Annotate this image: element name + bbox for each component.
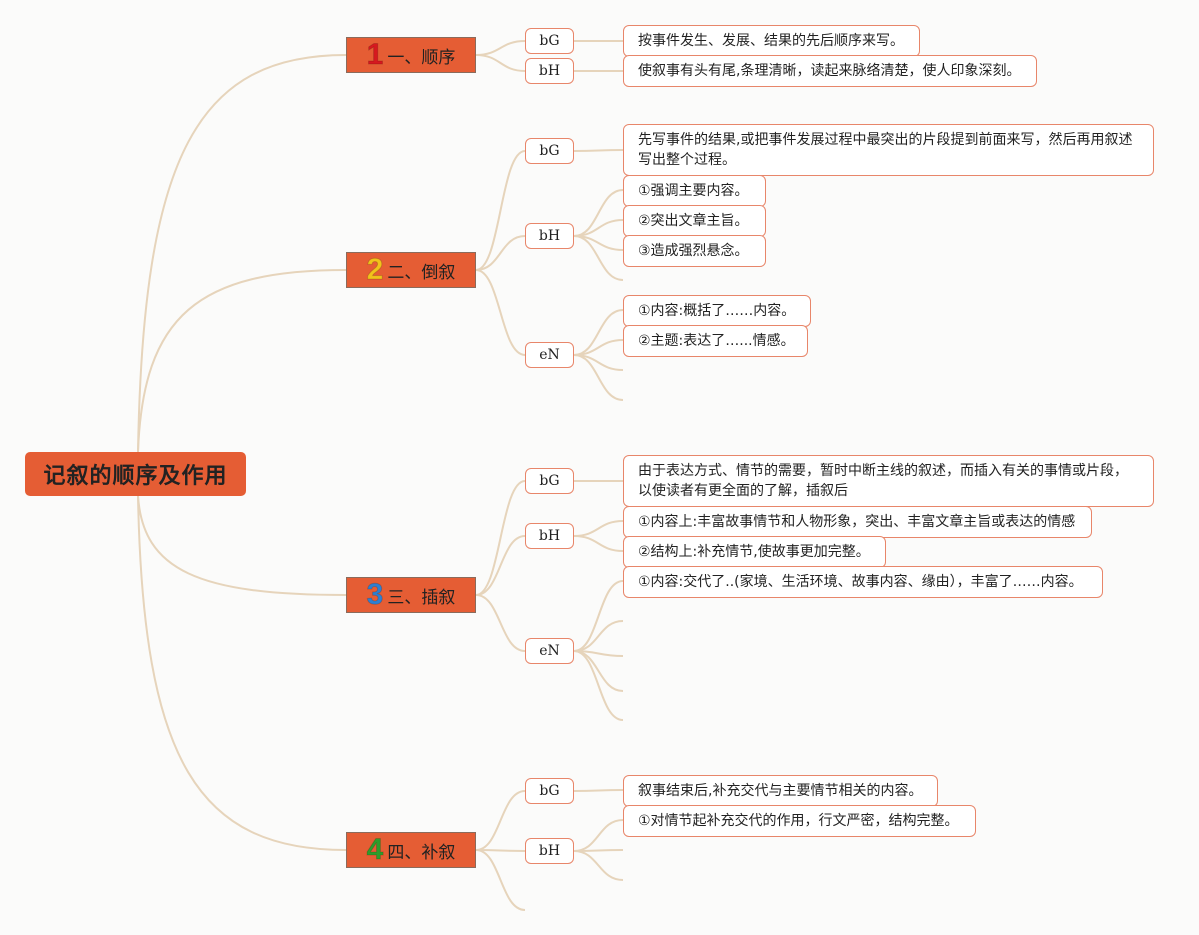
connector-line: [475, 480, 526, 596]
connector-line: [137, 495, 347, 596]
tag-bg[interactable]: bG: [525, 778, 574, 804]
leaf-interpolation-effect-2[interactable]: ②结构上:补充情节,使故事更加完整。: [623, 536, 886, 568]
connector-line: [475, 535, 526, 596]
tag-bh[interactable]: bH: [525, 58, 574, 84]
connector-line: [137, 54, 347, 453]
branch-order[interactable]: 1 一、顺序: [346, 37, 476, 73]
connector-line: [475, 269, 526, 356]
connector-line: [137, 269, 347, 453]
connector-line: [573, 819, 624, 852]
tag-bh[interactable]: bH: [525, 838, 574, 864]
tag-bh[interactable]: bH: [525, 223, 574, 249]
connector-line: [573, 849, 624, 852]
leaf-supplement-effect-1[interactable]: ①对情节起补充交代的作用，行文严密，结构完整。: [623, 805, 976, 837]
root-topic[interactable]: 记叙的顺序及作用: [25, 452, 246, 496]
leaf-interpolation-answer-1[interactable]: ①内容:交代了..(家境、生活环境、故事内容、缘由），丰富了……内容。: [623, 566, 1103, 598]
leaf-flashback-answer-1[interactable]: ①内容:概括了……内容。: [623, 295, 811, 327]
leaf-interpolation-definition[interactable]: 由于表达方式、情节的需要，暂时中断主线的叙述，而插入有关的事情或片段，以使读者有…: [623, 455, 1154, 507]
tag-bg[interactable]: bG: [525, 468, 574, 494]
leaf-order-definition[interactable]: 按事件发生、发展、结果的先后顺序来写。: [623, 25, 920, 57]
connector-line: [573, 850, 624, 881]
leaf-order-effect[interactable]: 使叙事有头有尾,条理清晰，读起来脉络清楚，使人印象深刻。: [623, 55, 1037, 87]
branch-label: 四、补叙: [387, 842, 456, 863]
number-2-icon: 2: [366, 253, 384, 286]
tag-bh[interactable]: bH: [525, 523, 574, 549]
connector-line: [573, 354, 624, 401]
connector-line: [573, 535, 624, 552]
leaf-flashback-effect-3[interactable]: ③造成强烈悬念。: [623, 235, 766, 267]
connector-line: [573, 580, 624, 652]
leaf-flashback-effect-1[interactable]: ①强调主要内容。: [623, 175, 766, 207]
leaf-flashback-definition[interactable]: 先写事件的结果,或把事件发展过程中最突出的片段提到前面来写，然后再用叙述写出整个…: [623, 124, 1154, 176]
leaf-flashback-answer-2[interactable]: ②主题:表达了…...情感。: [623, 325, 808, 357]
connector-line: [475, 849, 526, 852]
connector-line: [573, 650, 624, 721]
tag-bg[interactable]: bG: [525, 28, 574, 54]
branch-label: 一、顺序: [387, 47, 456, 68]
connector-line: [475, 54, 526, 72]
tag-en[interactable]: eN: [525, 638, 574, 664]
leaf-interpolation-effect-1[interactable]: ①内容上:丰富故事情节和人物形象，突出、丰富文章主旨或表达的情感: [623, 506, 1092, 538]
connector-line: [475, 235, 526, 271]
tag-bg[interactable]: bG: [525, 138, 574, 164]
connector-line: [475, 40, 526, 56]
connector-line: [475, 594, 526, 652]
leaf-supplement-definition[interactable]: 叙事结束后,补充交代与主要情节相关的内容。: [623, 775, 938, 807]
connector-line: [137, 495, 347, 851]
connector-line: [573, 789, 624, 792]
branch-flashback[interactable]: 2 二、倒叙: [346, 252, 476, 288]
number-3-icon: 3: [366, 578, 384, 611]
connector-line: [475, 849, 526, 911]
branch-supplement[interactable]: 4 四、补叙: [346, 832, 476, 868]
number-4-icon: 4: [366, 833, 384, 866]
branch-label: 三、插叙: [387, 587, 456, 608]
leaf-flashback-effect-2[interactable]: ②突出文章主旨。: [623, 205, 766, 237]
branch-interpolation[interactable]: 3 三、插叙: [346, 577, 476, 613]
connector-line: [573, 235, 624, 281]
tag-en[interactable]: eN: [525, 342, 574, 368]
connector-line: [573, 620, 624, 652]
branch-label: 二、倒叙: [387, 262, 456, 283]
connector-line: [573, 149, 624, 152]
connector-line: [475, 150, 526, 271]
connector-line: [475, 790, 526, 851]
connector-line: [573, 520, 624, 537]
number-1-icon: 1: [366, 38, 384, 71]
